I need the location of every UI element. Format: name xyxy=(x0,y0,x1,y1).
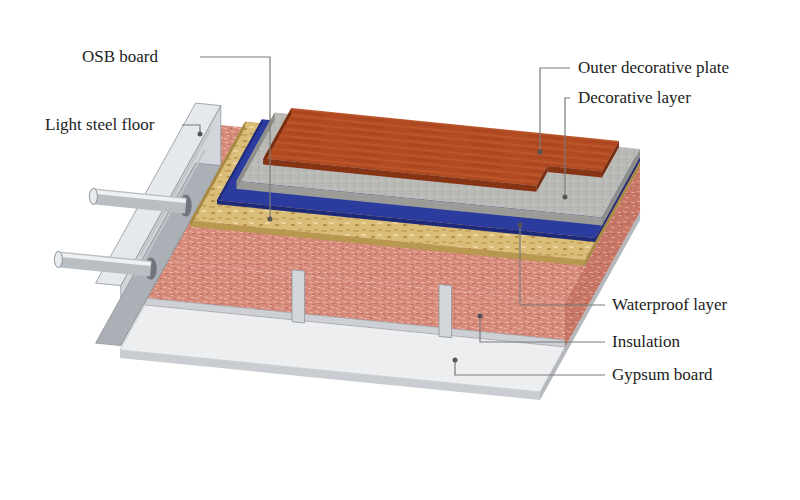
decorative-edge xyxy=(237,181,602,226)
leader-lines xyxy=(182,57,605,375)
insulation-front xyxy=(145,260,565,347)
leader-dot xyxy=(478,314,483,319)
wood-plate xyxy=(263,108,619,192)
pipe-highlight xyxy=(93,192,185,201)
pipe-end xyxy=(89,188,97,204)
leader-line xyxy=(520,227,605,305)
part-label: Gypsum board xyxy=(612,365,713,385)
leader-line xyxy=(455,362,605,375)
leader-line xyxy=(480,318,605,342)
leader-line xyxy=(200,57,270,217)
steel-clip xyxy=(292,270,305,323)
wood-edge xyxy=(263,159,536,192)
steel-clip xyxy=(439,284,452,337)
leader-dot xyxy=(518,223,523,228)
part-label: Light steel floor xyxy=(45,115,155,135)
steel-track xyxy=(145,298,565,347)
leader-dot xyxy=(268,217,273,222)
pipe-highlight xyxy=(58,255,150,264)
wood-edge xyxy=(602,141,619,178)
pipe-end xyxy=(54,251,62,267)
leader-line xyxy=(182,125,200,132)
part-label: OSB board xyxy=(82,47,158,67)
wood-top xyxy=(263,108,619,186)
part-label: Waterproof layer xyxy=(612,295,727,315)
wood-edge xyxy=(547,166,602,178)
part-label: Decorative layer xyxy=(578,88,691,108)
leader-dot xyxy=(453,358,458,363)
pipes xyxy=(54,188,191,279)
part-label: Outer decorative plate xyxy=(578,58,729,78)
leader-dot xyxy=(198,132,203,137)
wood-edge xyxy=(536,166,547,192)
leader-dots xyxy=(198,132,568,363)
leader-dot xyxy=(538,150,543,155)
part-label: Insulation xyxy=(612,332,680,352)
leader-dot xyxy=(563,195,568,200)
leader-line xyxy=(565,98,570,195)
wood-edge xyxy=(263,108,291,164)
